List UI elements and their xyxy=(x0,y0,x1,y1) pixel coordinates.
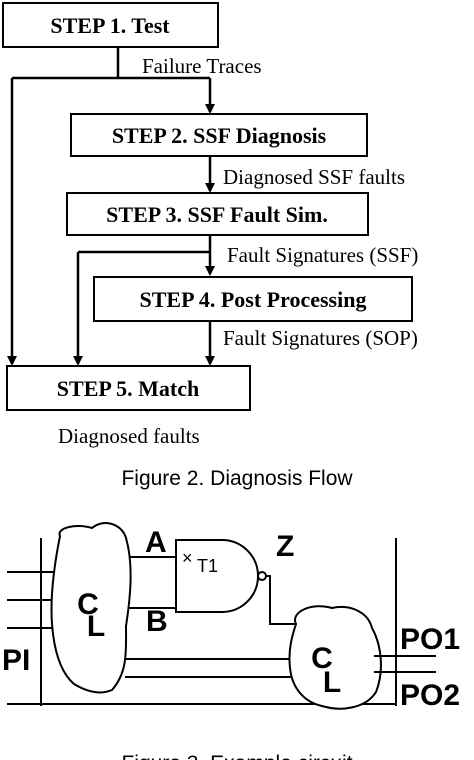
step1-label: STEP 1. Test xyxy=(50,13,170,38)
cl-left-label: C xyxy=(77,588,99,621)
input-a-label: A xyxy=(145,526,167,559)
cl-right-blob xyxy=(288,605,382,710)
step2-box xyxy=(70,113,368,157)
step3-label: STEP 3. SSF Fault Sim. xyxy=(106,202,328,227)
wire-z xyxy=(266,575,296,625)
step2-label: STEP 2. SSF Diagnosis xyxy=(112,123,327,148)
po2-label: PO2 xyxy=(400,679,460,712)
fault-mark: × xyxy=(182,548,193,568)
flow-diagram: STEP 1. Test Failure Traces STEP 2. SSF … xyxy=(2,2,418,490)
cl-right-c: C xyxy=(311,642,333,675)
pi-label: PI xyxy=(2,644,30,677)
figure3-caption: Figure 3. Example circuit xyxy=(121,752,352,760)
step4-box xyxy=(93,276,413,322)
po1-label: PO1 xyxy=(400,623,460,656)
label-diagnosed-faults: Diagnosed faults xyxy=(58,424,200,448)
circuit-diagram: C L × T1 C L A B Z PI PO1 PO2 Figure 3. … xyxy=(2,522,460,760)
label-failure-traces: Failure Traces xyxy=(142,54,262,78)
label-diagnosed-ssf: Diagnosed SSF faults xyxy=(223,165,405,189)
gate-label-t1: T1 xyxy=(197,556,218,576)
cl-right-l: L xyxy=(323,666,341,699)
figure2-caption: Figure 2. Diagnosis Flow xyxy=(121,467,353,490)
gate-output-bubble xyxy=(257,571,267,581)
cl-left-c: C xyxy=(77,588,99,621)
step4-label: STEP 4. Post Processing xyxy=(140,287,367,312)
output-z-label: Z xyxy=(276,530,294,563)
step3-box xyxy=(66,192,369,236)
step1-box xyxy=(2,2,219,48)
step5-label: STEP 5. Match xyxy=(57,376,199,401)
input-b-label: B xyxy=(146,605,168,638)
label-fault-signatures-sop: Fault Signatures (SOP) xyxy=(223,326,418,350)
step5-box xyxy=(6,365,251,411)
cl-left-blob xyxy=(50,522,132,694)
cl-left-l: L xyxy=(87,610,105,643)
label-fault-signatures-ssf: Fault Signatures (SSF) xyxy=(227,243,418,267)
